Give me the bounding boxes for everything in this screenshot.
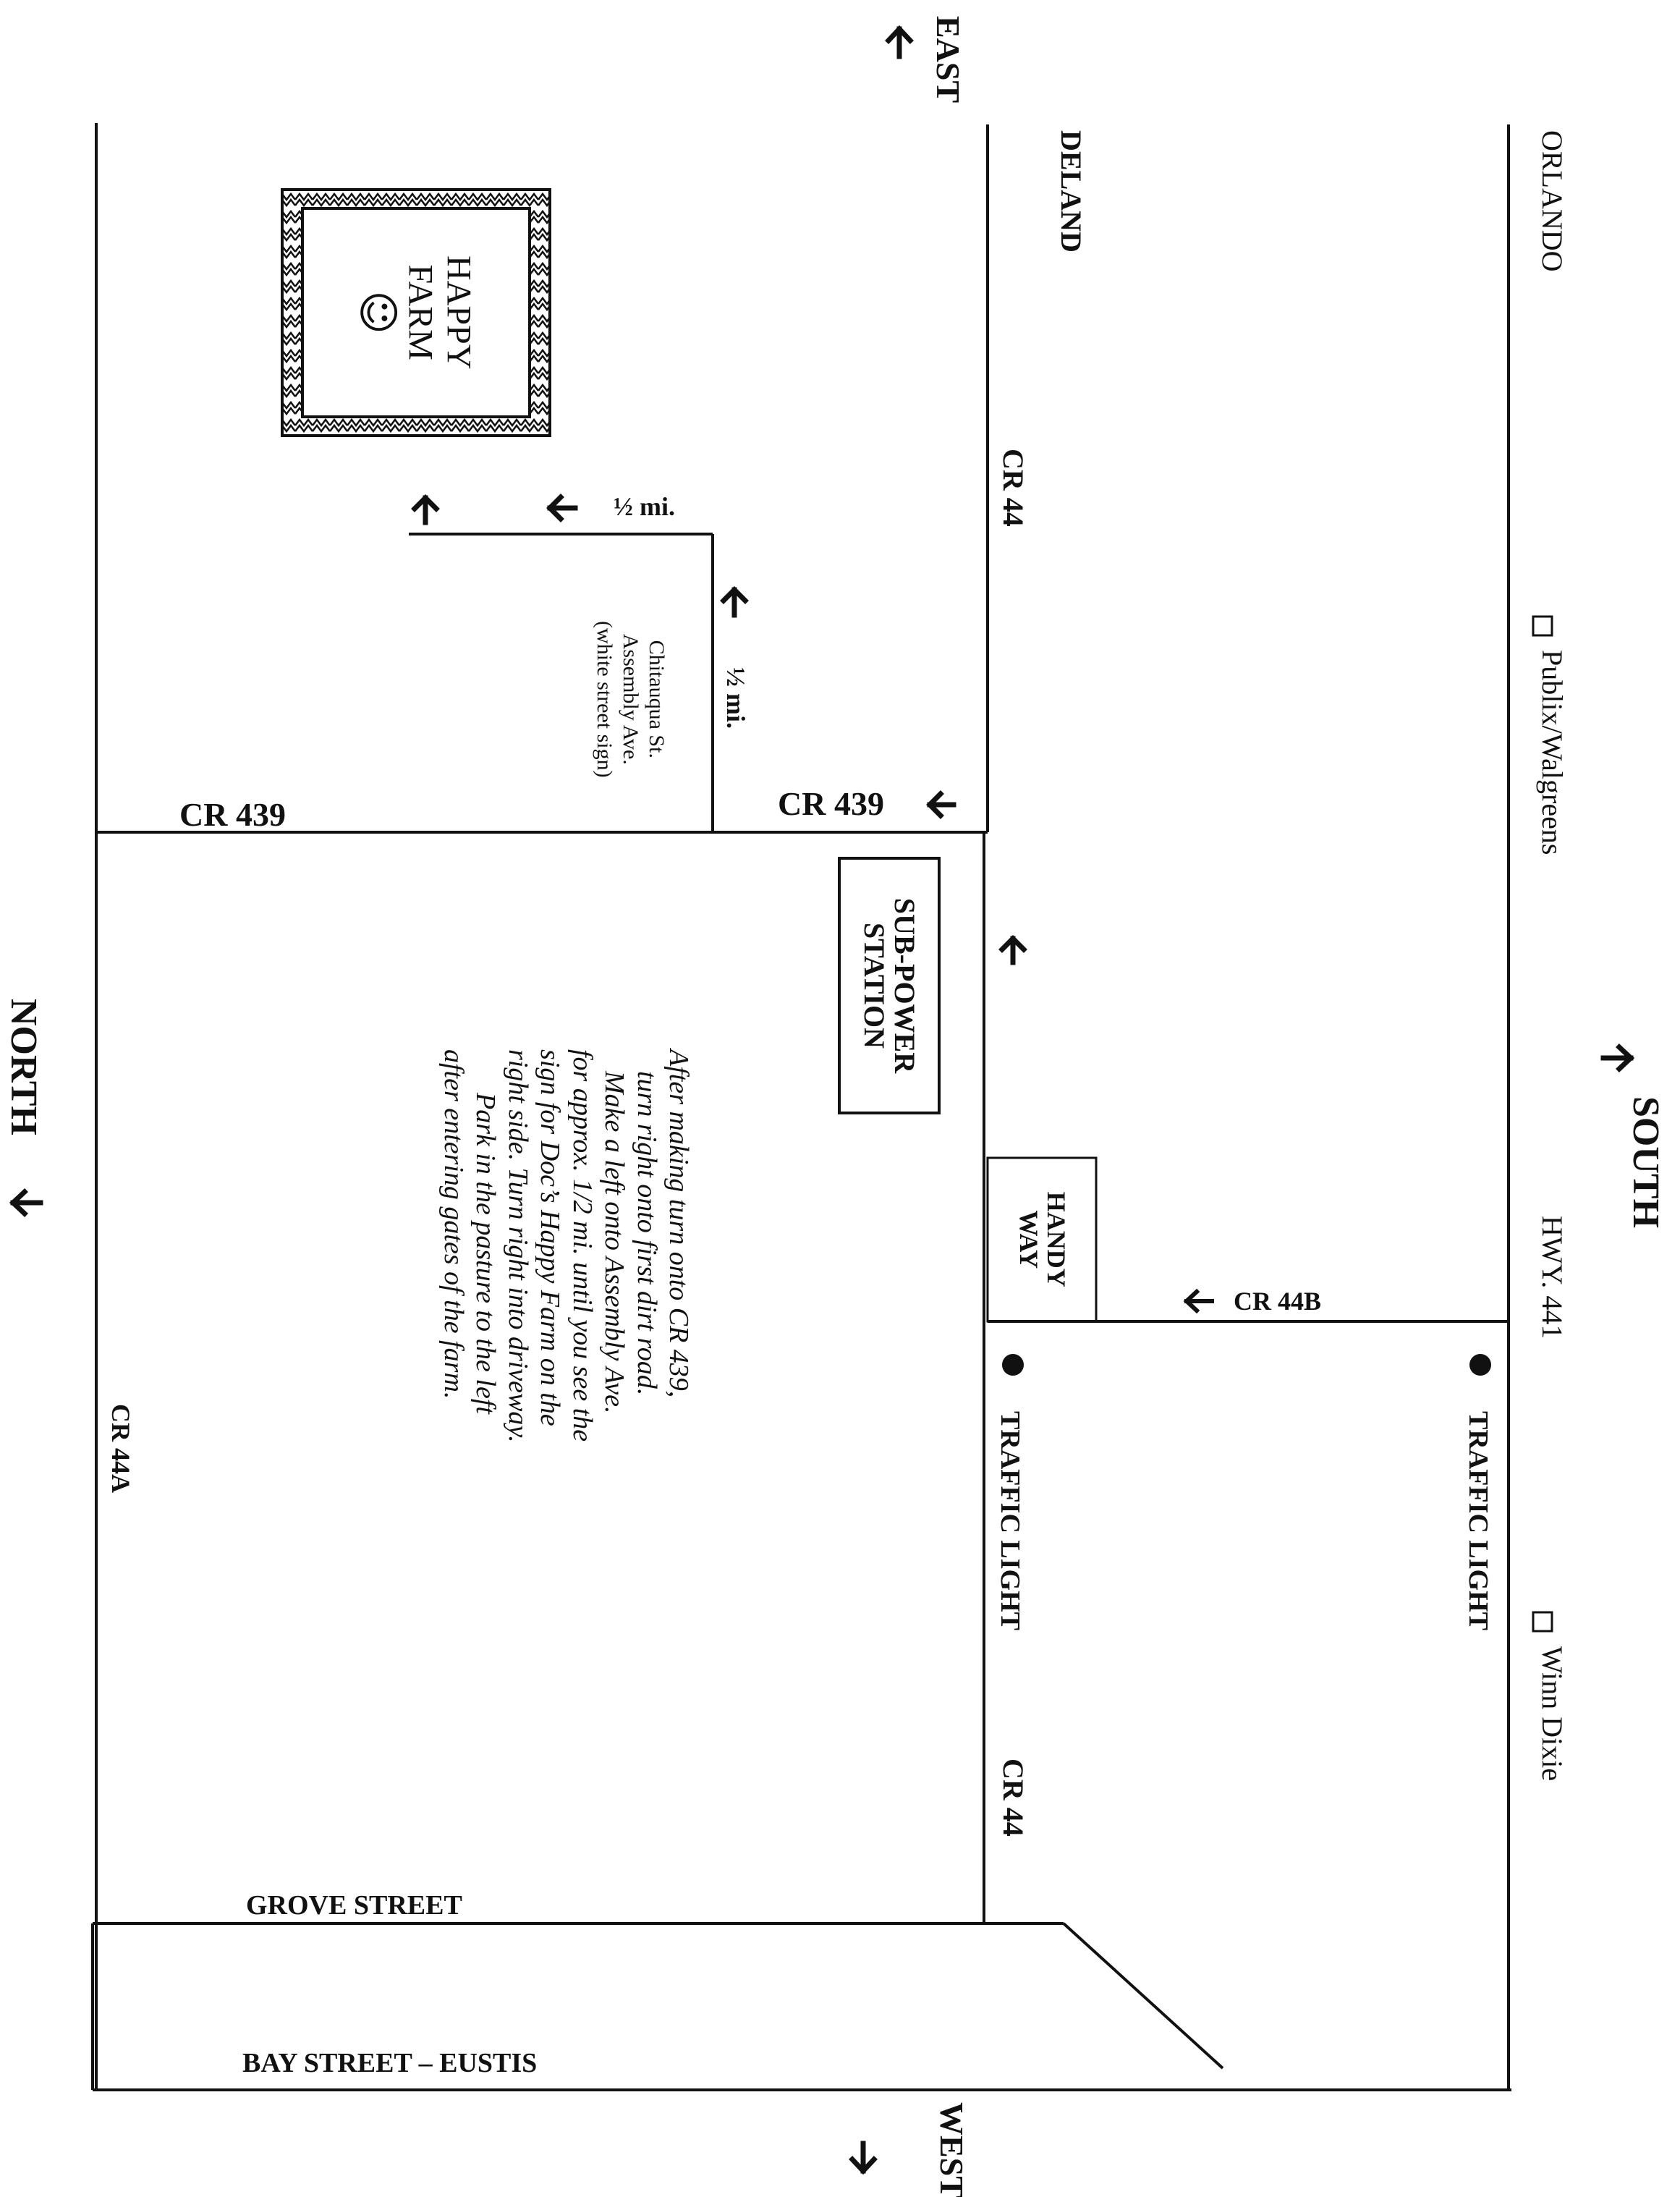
north-arrow-icon — [9, 1188, 43, 1217]
happy-farm-line-2: FARM — [401, 264, 440, 361]
assembly-up-arrow-icon — [720, 586, 749, 618]
assembly-sign-line-3: (white street sign) — [593, 621, 616, 778]
assembly-distance-right: ½ mi. — [614, 492, 675, 521]
winn-dixie-label: Winn Dixie — [1536, 1646, 1569, 1782]
cr44-north-arrow-icon — [998, 935, 1027, 965]
cr44a-label: CR 44A — [106, 1404, 135, 1493]
cr439-label-main: CR 439 — [778, 785, 884, 822]
publix-square — [1532, 615, 1553, 637]
cr44-label-top: CR 44 — [997, 449, 1030, 527]
sub-power-station-box: SUB-POWER STATION — [838, 857, 941, 1114]
directions-line-3: Make a left onto Assembly Ave. — [599, 1071, 630, 1414]
winn-dixie-square — [1532, 1611, 1553, 1633]
publix-label: Publix/Walgreens — [1536, 650, 1569, 855]
handy-line-1: HANDY — [1041, 1192, 1071, 1287]
assembly-sign-line-1: Chitauqua St. — [645, 640, 669, 758]
assembly-sign-line-2: Assembly Ave. — [619, 633, 642, 765]
orlando-label: ORLANDO — [1536, 130, 1569, 272]
south-arrow-icon — [1600, 1044, 1635, 1072]
cr44b-arrow-icon — [1183, 1288, 1214, 1314]
traffic-light-dot-2 — [1002, 1354, 1024, 1376]
hwy-441-label: HWY. 441 — [1536, 1216, 1569, 1339]
diagonal-road — [1062, 1922, 1224, 2070]
directions-line-7: Park in the pasture to the left — [470, 1093, 501, 1414]
happy-farm-line-1: HAPPY — [439, 255, 478, 370]
grove-street-label: GROVE STREET — [246, 1890, 462, 1921]
farm-up-arrow-icon — [411, 494, 440, 525]
directions-line-6: right side. Turn right into driveway. — [502, 1049, 533, 1443]
cr44b-label: CR 44B — [1234, 1287, 1322, 1316]
sub-power-line-1: SUB-POWER — [888, 897, 921, 1074]
bay-street-label: BAY STREET – EUSTIS — [242, 2048, 538, 2078]
assembly-distance-up: ½ mi. — [721, 667, 750, 729]
cr439-label-left: CR 439 — [179, 796, 286, 833]
sub-power-line-2: STATION — [858, 922, 891, 1049]
cr439-arrow-icon — [926, 790, 956, 819]
handy-way-road — [986, 1156, 1098, 1323]
smiley-face-icon: ☺ — [354, 290, 404, 335]
directions-line-2: turn right onto first dirt road. — [631, 1071, 662, 1396]
happy-farm-inner — [301, 207, 531, 418]
directions-line-8: after entering gates of the farm. — [438, 1049, 469, 1400]
directions-line-5: sign for Doc’s Happy Farm on the — [535, 1049, 566, 1426]
deland-label: DELAND — [1055, 130, 1087, 253]
cr44-label-bottom: CR 44 — [997, 1758, 1030, 1837]
west-arrow-icon — [849, 2141, 878, 2175]
assembly-left-arrow-icon — [546, 494, 578, 522]
handy-line-2: WAY — [1014, 1210, 1043, 1269]
north-label: NORTH — [3, 999, 44, 1135]
west-label: WEST — [933, 2102, 970, 2197]
handy-way-box: HANDY WAY — [988, 1158, 1096, 1321]
happy-farm-box: HAPPY FARM ☺ — [302, 208, 530, 417]
east-arrow-icon — [885, 25, 914, 59]
traffic-light-label-2: TRAFFIC LIGHT — [995, 1411, 1025, 1630]
south-label: SOUTH — [1625, 1096, 1666, 1229]
assembly-sign-note: Chitauqua St. Assembly Ave. (white stree… — [591, 621, 669, 778]
east-label: EAST — [930, 16, 967, 103]
directions-line-1: After making turn onto CR 439, — [663, 1049, 694, 1398]
traffic-light-label-1: TRAFFIC LIGHT — [1463, 1411, 1493, 1630]
driving-directions: After making turn onto CR 439, turn righ… — [437, 1049, 695, 1455]
traffic-light-dot-1 — [1469, 1354, 1491, 1376]
directions-line-4: for approx. 1/2 mi. until you see the — [567, 1049, 598, 1442]
